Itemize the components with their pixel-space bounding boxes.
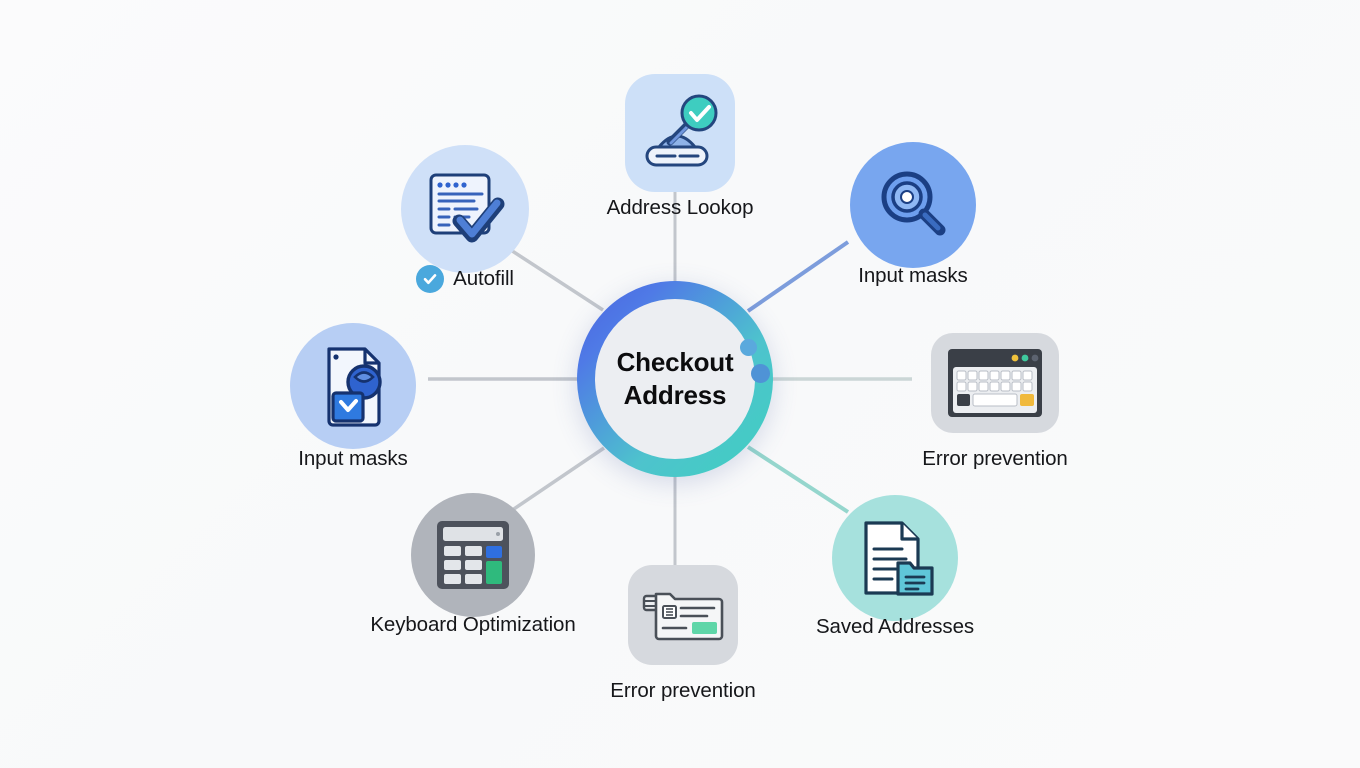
node-saved-addresses-shape (832, 495, 958, 621)
node-error-prevention-bottom-label: Error prevention (610, 679, 756, 702)
keyboard-icon (948, 349, 1042, 417)
connector-to-saved-addresses (746, 445, 850, 514)
node-input-masks-left[interactable]: Input masks (258, 323, 448, 471)
hub-accent-dot-2 (751, 364, 770, 383)
node-autofill-label: Autofill (453, 267, 514, 290)
center-hub-inner: Checkout Address (595, 299, 755, 459)
node-input-masks-top-right-shape (850, 142, 976, 268)
node-error-prevention-bottom-shape (628, 565, 738, 665)
node-input-masks-left-shape (290, 323, 416, 449)
card-form-icon (642, 592, 724, 641)
node-address-lookup-shape (625, 74, 735, 192)
stamp-check-icon (645, 94, 718, 167)
node-error-prevention-right[interactable]: Error prevention (900, 333, 1090, 471)
hub-accent-dot-1 (740, 339, 757, 356)
magnifier-icon (881, 171, 946, 236)
node-input-masks-top-right[interactable]: Input masks (818, 142, 1008, 288)
node-autofill-label-row: Autofill (416, 265, 514, 293)
center-hub[interactable]: Checkout Address (577, 281, 773, 477)
node-keyboard-optimization-label: Keyboard Optimization (370, 613, 576, 636)
node-address-lookup[interactable]: Address Lookop (585, 74, 775, 220)
verified-check-badge-icon (416, 265, 445, 293)
node-autofill-shape (401, 145, 529, 273)
node-input-masks-top-right-label: Input masks (858, 264, 968, 287)
node-error-prevention-right-shape (931, 333, 1059, 433)
form-checkmark-icon (429, 173, 505, 243)
node-keyboard-optimization[interactable]: Keyboard Optimization (368, 493, 578, 637)
connector-to-input-masks-top-right (746, 240, 850, 313)
connector-to-autofill (499, 241, 604, 312)
node-saved-addresses-label: Saved Addresses (815, 615, 975, 638)
calculator-keypad-icon (437, 521, 509, 589)
node-autofill[interactable]: Autofill (370, 145, 560, 293)
document-folder-icon (864, 521, 934, 596)
node-error-prevention-bottom[interactable]: Error prevention (588, 565, 778, 703)
node-input-masks-left-label: Input masks (298, 447, 408, 470)
node-address-lookup-label: Address Lookop (606, 196, 754, 219)
connector-to-keyboard-optimization (504, 446, 605, 517)
center-title-line2: Address (623, 380, 727, 410)
document-mask-icon (327, 347, 382, 427)
center-title-line1: Checkout (616, 346, 734, 377)
node-keyboard-optimization-shape (411, 493, 535, 617)
node-error-prevention-right-label: Error prevention (922, 447, 1068, 470)
node-saved-addresses[interactable]: Saved Addresses (800, 495, 990, 639)
